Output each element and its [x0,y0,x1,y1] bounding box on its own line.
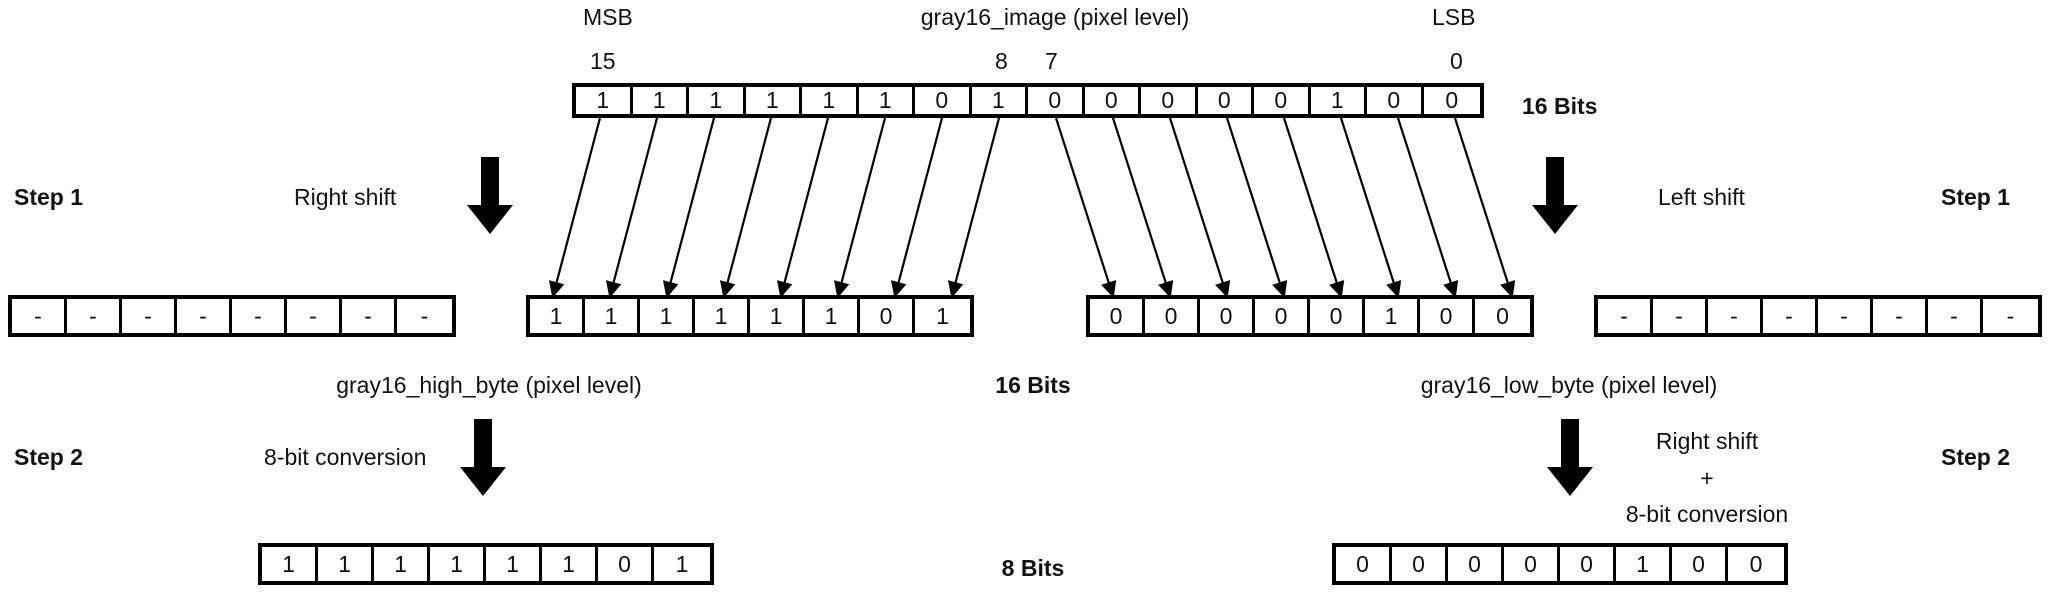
bit-index-15: 15 [590,48,616,74]
down-arrow-8bit-conversion-icon [460,419,506,496]
down-arrow-left-shift-icon [1532,157,1578,234]
bit-cell: - [1818,299,1873,333]
bit-cell: 1 [585,299,640,333]
bit-cell: 0 [1392,547,1448,581]
step1-right-label: Step 1 [1941,184,2011,210]
bit-cell: - [1983,299,2038,333]
bit-cell: 1 [1616,547,1672,581]
conv8-left-label: 8-bit conversion [264,444,427,470]
bit-cell: 1 [262,547,318,581]
bit-cell: 0 [1728,547,1784,581]
bit-cell: 0 [1672,547,1728,581]
gray16-high-byte-bit-row: 1 1 1 1 1 1 0 1 [526,295,974,337]
msb-label: MSB [583,4,633,30]
bit-cell: - [1598,299,1653,333]
bit-cell: - [122,299,177,333]
right-shift-label: Right shift [294,184,397,210]
bit-cell: - [177,299,232,333]
bit-cell: 1 [374,547,430,581]
bit-cell: 0 [1197,87,1254,114]
bit-cell: 0 [1310,299,1365,333]
bit-cell: 0 [1028,87,1085,114]
bit-cell: 1 [318,547,374,581]
bits16-label-mid: 16 Bits [995,372,1071,398]
step1-left-label: Step 1 [14,184,84,210]
step2-right-label: Step 2 [1941,444,2011,470]
bit-cell: 0 [860,299,915,333]
bit-cell: 1 [530,299,585,333]
bit-cell: 0 [598,547,654,581]
bit-index-8: 8 [995,48,1008,74]
bit-cell: 0 [1560,547,1616,581]
left-placeholder-bit-row: - - - - - - - - [8,295,456,337]
bit-cell: 0 [1423,87,1480,114]
bit-cell: - [67,299,122,333]
bit-cell: - [232,299,287,333]
bit-cell: - [1928,299,1983,333]
lsb-label: LSB [1432,4,1476,30]
bit-cell: 1 [486,547,542,581]
bit-cell: - [342,299,397,333]
conv8-right-label: 8-bit conversion [1625,501,1789,527]
bit-cell: 0 [1084,87,1141,114]
right-placeholder-bit-row: - - - - - - - - [1594,295,2042,337]
high-byte-converted-bit-row: 1 1 1 1 1 1 0 1 [258,543,714,585]
bit-cell: 0 [1367,87,1424,114]
bit-cell: 0 [1255,299,1310,333]
bit-cell: 0 [1254,87,1311,114]
bit-cell: 1 [1365,299,1420,333]
bit-cell: 1 [654,547,710,581]
down-arrow-right-shift-icon [467,157,513,234]
bit-cell: 1 [805,299,860,333]
bit-cell: 1 [632,87,689,114]
bit-cell: 0 [1090,299,1145,333]
bit-index-7: 7 [1045,48,1058,74]
bit-cell: 1 [430,547,486,581]
bit-cell: 1 [689,87,746,114]
bit-cell: - [1653,299,1708,333]
bit-cell: 1 [802,87,859,114]
bit-cell: 0 [1200,299,1255,333]
bit-cell: 0 [1475,299,1530,333]
bit-cell: 1 [745,87,802,114]
bit-cell: 1 [695,299,750,333]
bit-cell: 1 [915,299,970,333]
bits16-label-right: 16 Bits [1522,93,1598,119]
bit-cell: 0 [1145,299,1200,333]
bit-cell: 0 [915,87,972,114]
bit-cell: 0 [1504,547,1560,581]
bit-cell: - [1708,299,1763,333]
right-shift-label-step2: Right shift [1655,428,1759,454]
down-arrow-rightshift-8bit-conversion-icon [1547,419,1593,496]
plus-sign-label: + [1700,465,1714,491]
gray16-low-byte-bit-row: 0 0 0 0 0 1 0 0 [1086,295,1534,337]
low-byte-converted-bit-row: 0 0 0 0 0 1 0 0 [1332,543,1788,585]
gray16-image-title: gray16_image (pixel level) [920,4,1190,30]
bit-cell: 0 [1448,547,1504,581]
bit-cell: 1 [858,87,915,114]
bits8-label: 8 Bits [1001,555,1065,581]
bit-cell: 1 [1310,87,1367,114]
gray16-high-byte-label: gray16_high_byte (pixel level) [336,372,642,398]
step2-left-label: Step 2 [14,444,84,470]
gray16-image-bit-row: 1 1 1 1 1 1 0 1 0 0 0 0 0 1 0 0 [572,83,1484,118]
bit-cell: - [1763,299,1818,333]
bit-cell: 0 [1420,299,1475,333]
bit-cell: 1 [750,299,805,333]
bit-cell: 1 [542,547,598,581]
bit-cell: - [1873,299,1928,333]
left-shift-label: Left shift [1658,184,1745,210]
bit-cell: 1 [576,87,633,114]
bit-cell: - [287,299,342,333]
bit-cell: 1 [971,87,1028,114]
bit-cell: - [397,299,452,333]
bit-cell: 1 [640,299,695,333]
gray16-low-byte-label: gray16_low_byte (pixel level) [1420,372,1718,398]
bit-cell: - [12,299,67,333]
bit-index-0: 0 [1450,48,1463,74]
bit-cell: 0 [1336,547,1392,581]
bit-cell: 0 [1141,87,1198,114]
